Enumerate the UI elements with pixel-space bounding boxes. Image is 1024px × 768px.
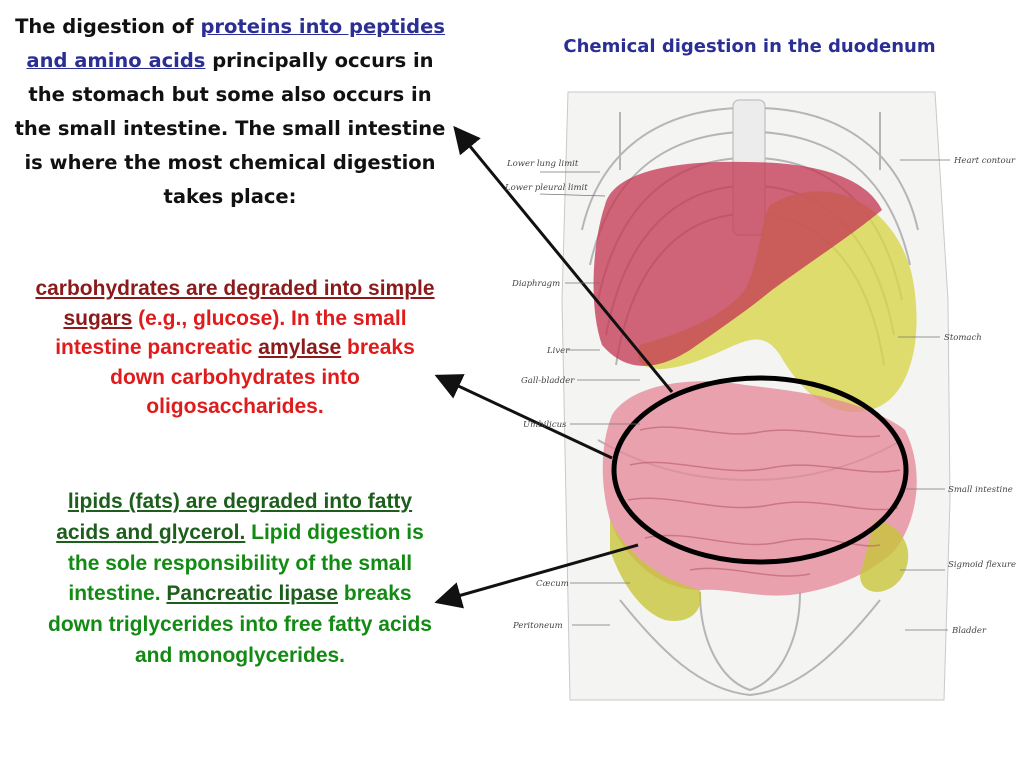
pancreatic-lipase-term: Pancreatic lipase [166, 582, 339, 606]
carbohydrate-digestion-text: carbohydrates are degraded into simple s… [30, 274, 440, 422]
label-sigmoid-flexure: Sigmoid flexure [948, 560, 1016, 570]
colon-region [610, 520, 701, 621]
lipid-text-part1: Lipid digestion is the sole responsibili… [67, 520, 424, 606]
label-leader-lines [539, 159, 950, 631]
lipid-text-part2: breaks down triglycerides into free fatt… [48, 582, 432, 667]
label-umbilicus: Umbilicus [523, 420, 567, 430]
carbohydrates-simple-sugars-term: carbohydrates are degraded into simple s… [35, 277, 435, 330]
label-liver: Liver [546, 346, 570, 356]
label-small-intestine: Small intestine [948, 485, 1013, 495]
label-stomach: Stomach [944, 333, 982, 343]
label-lower-lung-limit: Lower lung limit [506, 159, 579, 169]
label-heart-contour: Heart contour [953, 156, 1016, 166]
carb-text-part2: breaks down carbohydrates into oligosacc… [110, 336, 415, 418]
arrow-to-protein-text [453, 125, 674, 393]
label-diaphragm: Diaphragm [511, 279, 560, 289]
stomach-region [638, 191, 917, 412]
lipids-fatty-acids-term: lipids (fats) are degraded into fatty ac… [56, 490, 413, 544]
label-lower-pleural-limit: Lower pleural limit [504, 183, 588, 193]
label-gall-bladder: Gall-bladder [521, 376, 575, 386]
protein-digestion-text: The digestion of proteins into peptides … [8, 10, 452, 214]
sigmoid-colon-region [860, 520, 909, 592]
proteins-peptides-amino-acids-term: proteins into peptides and amino acids [26, 15, 445, 72]
protein-text-intro: The digestion of [15, 15, 201, 38]
arrow-to-lipid-text [434, 543, 639, 609]
lipid-digestion-text: lipids (fats) are degraded into fatty ac… [40, 487, 440, 672]
liver-region [593, 161, 882, 366]
duodenum-highlight-circle [611, 375, 909, 565]
arrow-to-carbohydrate-text [434, 374, 613, 460]
label-bladder: Bladder [951, 626, 987, 636]
amylase-term: amylase [258, 336, 342, 359]
label-caecum: Cæcum [536, 579, 569, 589]
protein-text-rest: principally occurs in the stomach but so… [14, 49, 446, 208]
diagram-title: Chemical digestion in the duodenum [563, 36, 936, 57]
label-peritoneum: Peritoneum [512, 621, 563, 631]
intestine-coils [627, 426, 901, 577]
carb-text-part1: (e.g., glucose). In the small intestine … [55, 306, 407, 360]
